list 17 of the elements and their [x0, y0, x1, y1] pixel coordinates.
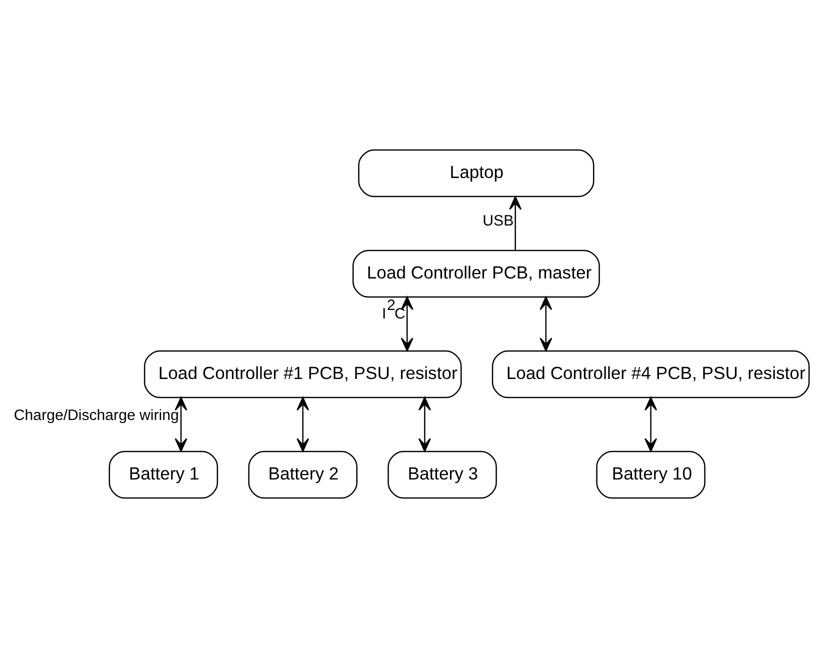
- node-box: Battery 3: [388, 450, 497, 498]
- node-box: Battery 2: [248, 450, 358, 498]
- node-box: Battery 10: [596, 450, 706, 498]
- arrow: [644, 396, 658, 452]
- node-box: Laptop: [358, 148, 594, 197]
- node-box: Battery 1: [108, 450, 218, 498]
- edge-label: Charge/Discharge wiring: [14, 406, 179, 424]
- edge-label: USB: [482, 212, 514, 230]
- arrow: [540, 296, 552, 351]
- node-box: Load Controller #1 PCB, PSU, resistor: [144, 350, 462, 398]
- arrow: [418, 396, 431, 452]
- arrow: [400, 296, 414, 351]
- node-box: Load Controller PCB, master: [352, 249, 600, 298]
- node-box: Load Controller #4 PCB, PSU, resistor: [492, 350, 810, 398]
- arrow: [296, 396, 310, 452]
- arrow: [174, 396, 188, 452]
- arrow: [509, 196, 522, 250]
